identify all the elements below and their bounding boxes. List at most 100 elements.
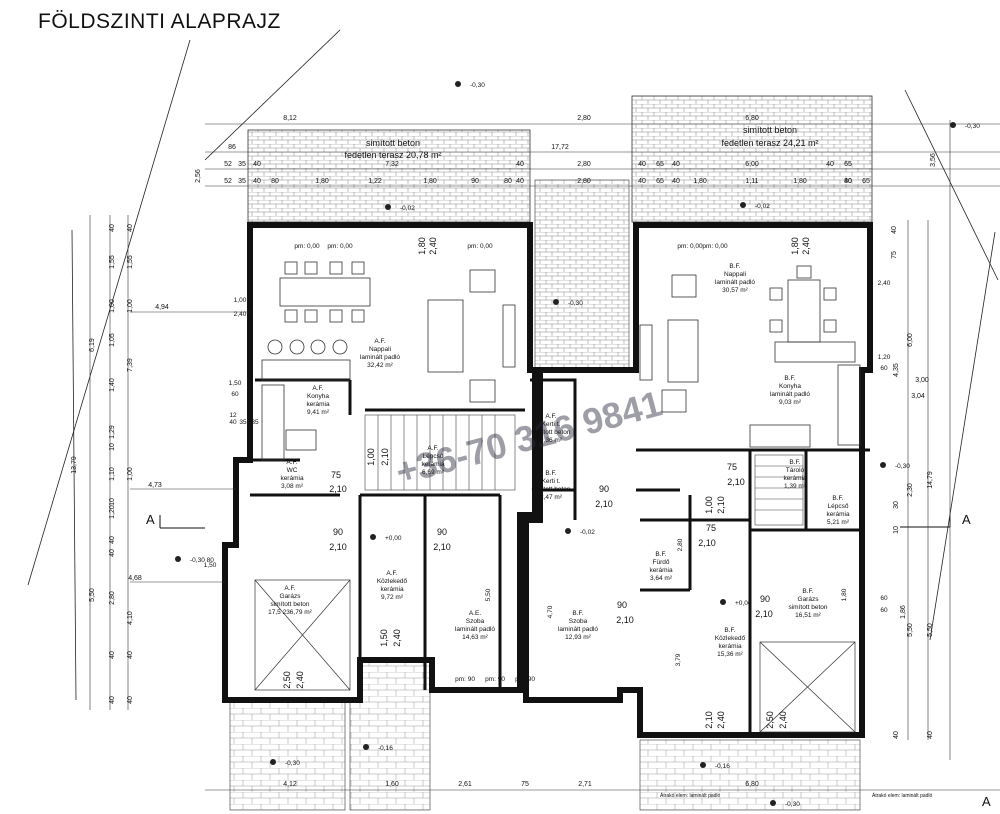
terrace-a-label: fedetlen terasz 20,78 m² bbox=[344, 150, 441, 160]
level-mark-value: -0,02 bbox=[400, 205, 415, 212]
window-label: pm: 90 bbox=[515, 676, 535, 683]
room-name-nappali-a: Nappali bbox=[369, 346, 391, 353]
sofa-b bbox=[639, 274, 699, 413]
top-dim-row4: 1,22 bbox=[368, 178, 382, 185]
level-mark-value: -0,16 bbox=[378, 745, 393, 752]
level-mark-symbol bbox=[770, 800, 776, 806]
room-floor-szoba-b: laminált padló bbox=[558, 626, 598, 633]
left-dim-col3: 1,40 bbox=[109, 378, 116, 392]
top-dim-row1: 2,80 bbox=[577, 115, 591, 122]
opening-dim: 2,10 bbox=[329, 542, 347, 552]
right-dim: 6,00 bbox=[907, 333, 914, 347]
right-dim: 40 bbox=[893, 731, 900, 739]
left-dim-col3: 40 bbox=[109, 696, 116, 704]
top-dim-row3: 2,80 bbox=[577, 161, 591, 168]
room-floor-furdo-b: kerámia bbox=[649, 567, 673, 574]
left-dim-col4: 1,00 bbox=[127, 467, 134, 481]
room-floor-kerti-a: simított beton bbox=[531, 429, 570, 436]
dining-table-a bbox=[279, 261, 371, 323]
level-mark-value: -0,16 bbox=[715, 763, 730, 770]
window-label: 60 bbox=[880, 365, 888, 372]
terrace-b-label: fedetlen terasz 24,21 m² bbox=[721, 138, 818, 148]
left-dim-col3: 40 bbox=[109, 536, 116, 544]
left-dim-col2: 6,19 bbox=[89, 338, 96, 352]
bottom-dim: 2,71 bbox=[578, 781, 592, 788]
level-mark-symbol bbox=[720, 599, 726, 605]
room-name-nappali-b: Nappali bbox=[724, 271, 746, 278]
room-code-garazs-b: B.F. bbox=[802, 588, 813, 595]
room-name-kerti-a: Kerti t. bbox=[542, 421, 561, 428]
window-label: 35 bbox=[251, 419, 259, 426]
room-area-garazs-a: 17,5 236,79 m² bbox=[268, 609, 313, 616]
opening-dim: 2,10 bbox=[716, 496, 726, 514]
offset-b-1: 3,00 bbox=[915, 377, 929, 384]
room-code-lepcso-b: B.F. bbox=[832, 495, 843, 502]
room-code-szoba-b: B.F. bbox=[572, 610, 583, 617]
room-name-konyha-a: Konyha bbox=[307, 393, 329, 400]
level-mark-value: -0,30 bbox=[470, 82, 485, 89]
room-floor-kozlekedo-b: kerámia bbox=[718, 643, 742, 650]
top-dim-row3: 65 bbox=[656, 161, 664, 168]
bottom-dim: 4,12 bbox=[283, 781, 297, 788]
opening-dim: 75 bbox=[727, 462, 737, 472]
room-floor-tarolo-b: kerámia bbox=[783, 475, 807, 482]
left-dim-col3: 1,00 bbox=[109, 299, 116, 313]
terrace-b bbox=[631, 95, 873, 223]
room-name-kozlekedo-a: Közlekedő bbox=[377, 578, 408, 585]
room-name-lepcso-b: Lépcső bbox=[828, 503, 849, 510]
opening-dim: 90 bbox=[760, 594, 770, 604]
room-name-szoba-b: Szoba bbox=[569, 618, 588, 625]
window-label: 60 bbox=[231, 391, 239, 398]
room-floor-nappali-a: laminált padló bbox=[360, 354, 400, 361]
level-mark-value: -0,30 bbox=[285, 760, 300, 767]
room-name-szoba-a: Szoba bbox=[466, 618, 485, 625]
window-label: pm: 0,00 bbox=[294, 243, 320, 250]
left-dim-col3: 10 bbox=[109, 498, 116, 506]
left-dim-outer: 13,79 bbox=[71, 456, 78, 474]
level-mark-value: +0,00 bbox=[385, 535, 402, 542]
top-dim-row3: 40 bbox=[672, 161, 680, 168]
driveway bbox=[349, 659, 431, 811]
opening-dim: 90 bbox=[437, 527, 447, 537]
left-dim-col4: 7,39 bbox=[127, 358, 134, 372]
level-marks: -0,30-0,02-0,30-0,02-0,30+0,00+0,00-0,02… bbox=[175, 81, 980, 808]
top-dim-row3: 35 bbox=[238, 161, 246, 168]
right-dim: 5,50 bbox=[927, 623, 934, 637]
top-dim-row4: 90 bbox=[471, 178, 479, 185]
room-code-konyha-b: B.F. bbox=[784, 375, 795, 382]
left-dim-col3: 1,05 bbox=[109, 333, 116, 347]
room-floor-garazs-a: simított beton bbox=[270, 601, 309, 608]
top-dim-row4: 65 bbox=[656, 178, 664, 185]
left-dim-col3: 2,80 bbox=[109, 591, 116, 605]
left-dim-col3: 40 bbox=[109, 224, 116, 232]
right-dim: 10 bbox=[893, 526, 900, 534]
opening-dim: 2,10 bbox=[727, 477, 745, 487]
window-label: 1,50 bbox=[229, 380, 242, 387]
room-floor-kozlekedo-a: kerámia bbox=[380, 586, 404, 593]
room-area-szoba-a: 14,63 m² bbox=[462, 634, 488, 641]
stairs-a bbox=[364, 414, 516, 491]
dining-table-b bbox=[769, 265, 856, 363]
opening-dim: 1,50 bbox=[379, 629, 389, 647]
opening-dim: 2,40 bbox=[716, 711, 726, 729]
top-dim-side: 2,56 bbox=[195, 169, 202, 183]
top-dim-row1: 6,80 bbox=[745, 115, 759, 122]
room-code-konyha-a: A.F. bbox=[312, 385, 323, 392]
left-dim-col4: 40 bbox=[127, 651, 134, 659]
top-dim-row4: 40 bbox=[638, 178, 646, 185]
opening-dim: 2,10 bbox=[329, 484, 347, 494]
right-dim: 5,50 bbox=[907, 623, 914, 637]
level-mark-value: -0,30 bbox=[895, 463, 910, 470]
top-dim-right: 3,56 bbox=[930, 153, 937, 167]
building-walls bbox=[222, 222, 873, 738]
level-mark-symbol bbox=[880, 462, 886, 468]
room-area-lepcso-b: 5,21 m² bbox=[827, 519, 850, 526]
room-name-konyha-b: Konyha bbox=[779, 383, 801, 390]
room-name-wc-a: WC bbox=[287, 467, 298, 474]
opening-dim: 2,10 bbox=[433, 542, 451, 552]
room-area-nappali-a: 32,42 m² bbox=[367, 362, 393, 369]
room-floor-lepcso-b: kerámia bbox=[826, 511, 850, 518]
walkway-right bbox=[639, 739, 861, 811]
room-code-kerti-b: B.F. bbox=[545, 470, 556, 477]
